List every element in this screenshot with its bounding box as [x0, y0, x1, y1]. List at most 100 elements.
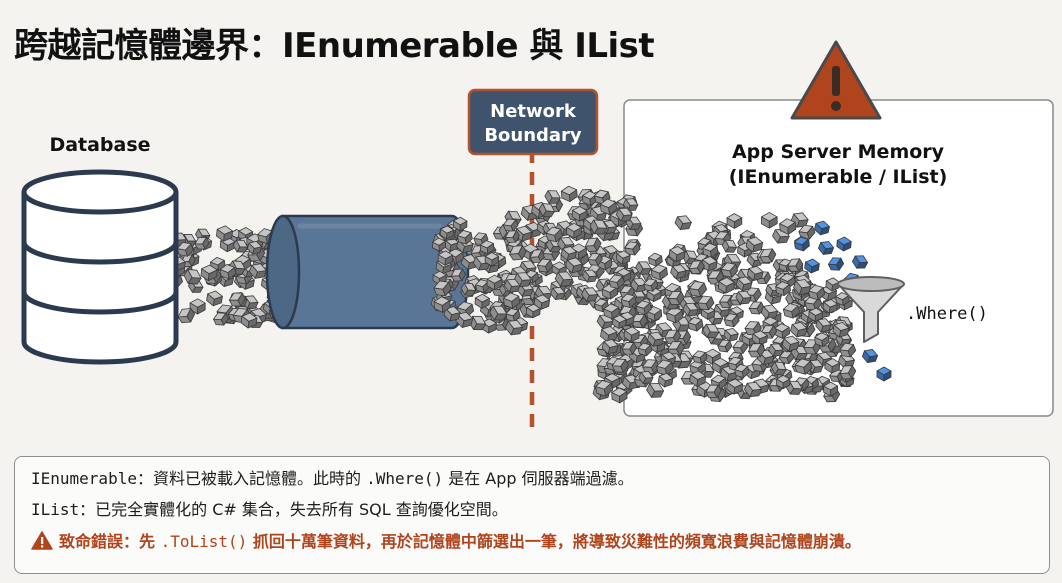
data-record-cube: [670, 264, 687, 280]
data-record-cube: [206, 290, 223, 307]
data-record-cube: [674, 215, 692, 231]
data-record-cube: [851, 255, 869, 269]
data-record-cube: [637, 342, 653, 357]
data-record-cube: [554, 271, 573, 287]
data-record-cube: [486, 274, 503, 291]
data-record-cube: [433, 280, 452, 297]
data-record-cube: [183, 269, 202, 285]
data-record-cube: [748, 301, 765, 315]
data-record-cube: [808, 284, 826, 301]
note-text: 抓回十萬筆資料，再於記憶體中篩選出一筆，將導致災難性的頻寬浪費與記憶體崩潰。: [247, 532, 861, 551]
network-label-line1: Network: [490, 101, 577, 122]
data-record-cube: [794, 236, 810, 252]
note-ilist: IList：已完全實體化的 C# 集合，失去所有 SQL 查詢優化空間。: [31, 500, 1033, 520]
data-record-cube: [726, 378, 744, 395]
data-record-cube: [876, 366, 892, 382]
data-record-cube: [560, 246, 577, 261]
data-record-cube: [823, 381, 839, 397]
memory-boundary-diagram: Database Network Boundary App Server Mem…: [21, 40, 1054, 428]
data-record-cube: [839, 365, 857, 380]
data-record-cube: [593, 189, 611, 205]
data-record-cube: [720, 365, 738, 382]
data-record-cube: [814, 220, 830, 236]
note-code-where: .Where(): [366, 469, 444, 488]
data-record-cube: [803, 339, 822, 355]
data-record-cube: [544, 190, 561, 204]
data-record-cube: [219, 264, 236, 280]
data-record-cube: [545, 226, 563, 243]
data-record-cube: [608, 274, 625, 289]
explanation-box: IEnumerable：資料已被載入記憶體。此時的 .Where() 是在 Ap…: [14, 456, 1050, 574]
data-record-cube: [581, 287, 599, 302]
data-record-cube: [701, 256, 718, 272]
data-record-cube: [615, 207, 633, 222]
data-record-cube: [817, 241, 835, 255]
data-record-cube: [238, 227, 254, 242]
data-record-cube: [504, 230, 520, 243]
data-record-cube: [747, 343, 766, 358]
data-record-cube: [782, 303, 800, 319]
network-boundary-badge: Network Boundary: [467, 88, 599, 156]
database-label: Database: [49, 134, 150, 156]
data-record-cube: [533, 294, 551, 310]
note-text: ：已完全實體化的 C# 集合，失去所有 SQL 查詢優化空間。: [79, 500, 508, 519]
funnel-icon: [837, 276, 905, 343]
data-record-cube: [595, 380, 614, 397]
data-record-cube: [615, 250, 631, 265]
data-record-cube: [474, 293, 490, 309]
data-record-cube: [589, 219, 608, 235]
data-record-cube: [228, 292, 246, 307]
data-record-cube: [692, 350, 708, 364]
data-record-cube: [657, 372, 674, 388]
data-record-cube: [611, 387, 628, 404]
data-record-cube: [861, 349, 879, 363]
data-record-cube: [453, 216, 468, 232]
data-record-cube: [431, 237, 447, 252]
data-record-cube: [723, 313, 740, 328]
data-record-cube: [808, 307, 823, 322]
data-record-cube: [550, 286, 566, 301]
note-text: ：資料已被載入記憶體。此時的: [136, 469, 367, 488]
note-text: 是在 App 伺服器端過濾。: [443, 469, 634, 488]
data-record-cube: [246, 240, 263, 255]
data-record-cube: [630, 277, 648, 293]
data-record-cube: [599, 198, 618, 215]
data-record-cube: [612, 314, 627, 329]
data-record-cube: [689, 370, 707, 387]
data-record-cube: [473, 232, 489, 246]
data-record-cube: [745, 236, 764, 253]
data-record-cube: [536, 258, 554, 273]
data-record-cube: [719, 294, 736, 308]
data-record-cube: [718, 277, 735, 294]
data-record-cube: [735, 276, 753, 292]
data-record-cube: [781, 335, 800, 352]
data-record-cube: [638, 371, 654, 384]
note-fatal-error: 致命錯誤：先 .ToList() 抓回十萬筆資料，再於記憶體中篩選出一筆，將導致…: [31, 531, 1033, 552]
data-record-cube: [734, 364, 750, 378]
data-record-cube: [450, 268, 466, 282]
data-record-cube: [814, 332, 830, 348]
data-record-cube: [503, 292, 521, 309]
data-record-cube: [248, 263, 267, 279]
data-record-cube: [835, 292, 850, 306]
data-record-cube: [600, 326, 618, 343]
data-record-cube: [503, 278, 521, 293]
data-record-cube: [177, 308, 196, 324]
where-filter-label: .Where(): [906, 304, 988, 324]
note-ienumerable: IEnumerable：資料已被載入記憶體。此時的 .Where() 是在 Ap…: [31, 469, 1033, 489]
data-record-cube: [839, 342, 857, 358]
data-record-cube: [643, 278, 659, 292]
data-record-cube: [650, 264, 668, 281]
data-record-cube: [697, 295, 715, 311]
data-record-cube: [726, 213, 743, 229]
data-record-cube: [603, 303, 620, 320]
data-record-cube: [832, 322, 850, 338]
data-record-cube: [456, 229, 473, 245]
data-record-cube: [776, 374, 791, 390]
data-record-cube: [433, 296, 451, 313]
data-record-cube: [723, 327, 739, 342]
data-record-cube: [564, 257, 583, 274]
data-record-cube: [635, 261, 652, 275]
data-record-cube: [668, 246, 686, 262]
